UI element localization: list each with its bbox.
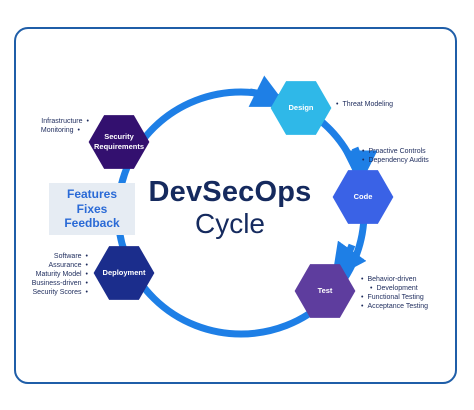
arrow-to-code <box>342 146 378 186</box>
test-items: Behavior-driven Development Functional T… <box>361 276 428 312</box>
list-item: Monitoring <box>41 127 89 136</box>
stage-security-requirements-label: Security Requirements <box>94 131 145 151</box>
list-item: Behavior-driven <box>361 276 428 285</box>
list-item: Proactive Controls <box>362 148 429 157</box>
list-item: Functional Testing <box>361 294 428 303</box>
features-fixes-feedback-box: Features Fixes Feedback <box>49 183 135 235</box>
arrow-to-test <box>331 240 367 280</box>
code-items: Proactive Controls Dependency Audits <box>362 148 429 166</box>
stage-design-label: Design <box>288 102 314 112</box>
feedback-label: Feedback <box>64 216 120 231</box>
diagram-subtitle: Cycle <box>194 208 265 239</box>
design-items: Threat Modeling <box>336 101 393 110</box>
security-requirements-items: Infrastructure Monitoring <box>41 118 89 136</box>
stage-code-label: Code <box>353 191 373 201</box>
list-item: Assurance <box>32 262 88 271</box>
list-item: Threat Modeling <box>336 101 393 110</box>
list-item: Dependency Audits <box>362 157 428 166</box>
diagram-title: DevSecOps <box>148 176 312 208</box>
fixes-label: Fixes <box>76 201 108 216</box>
stage-test-label: Test <box>317 285 333 295</box>
deployment-items: Software Assurance Maturity Model Busine… <box>32 253 88 298</box>
list-item: Acceptance Testing <box>361 303 428 312</box>
list-item: Business-driven <box>32 280 88 289</box>
stage-deployment-label: Deployment <box>102 267 146 277</box>
arrow-to-design <box>248 75 288 107</box>
list-item: Security Scores <box>32 289 88 298</box>
list-item: Infrastructure <box>41 118 89 127</box>
list-item: Maturity Model <box>32 271 88 280</box>
list-item: Development <box>361 285 428 294</box>
features-label: Features <box>66 187 118 202</box>
list-item: Software <box>32 253 88 262</box>
